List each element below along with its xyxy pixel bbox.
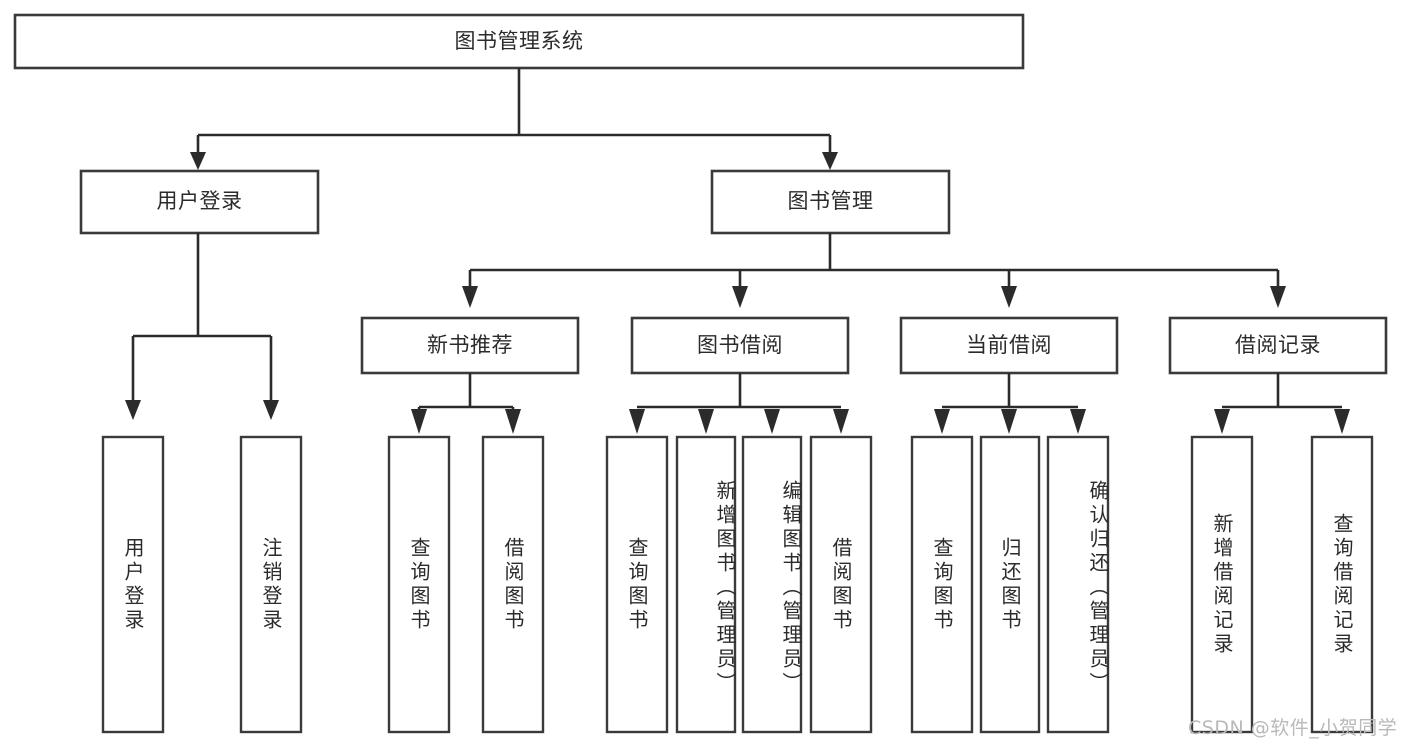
leaf-box-newbook-borrow[interactable] [481,435,545,734]
leaf-box-current-confirm[interactable] [1046,435,1110,734]
arrowhead-l3-4 [1270,286,1286,308]
arrowhead-bookborrow-leaf1 [629,409,645,434]
leaf-box-borrow-lend[interactable] [809,435,873,734]
arrowhead-user-leaf2 [263,400,279,420]
leaf-box-borrow-query[interactable] [605,435,669,734]
leaf-box-user-logout[interactable] [239,435,303,734]
leaf-box-record-add[interactable] [1190,435,1254,734]
arrowhead-l3-1 [462,286,478,308]
csdn-watermark: CSDN @软件_小贺同学 [1188,717,1398,739]
leaf-box-newbook-query[interactable] [387,435,451,734]
node-user-login-box[interactable] [79,169,320,235]
arrowhead-bookborrow-leaf3 [764,409,780,434]
node-book-borrow-box[interactable] [630,316,850,375]
node-book-manage-box[interactable] [710,169,951,235]
arrowhead-l3-2 [732,286,748,308]
leaf-box-borrow-add[interactable] [675,435,737,734]
leaf-box-current-return[interactable] [979,435,1041,734]
node-root-box[interactable] [13,13,1025,70]
arrowhead-newbook-leaf2 [505,409,521,434]
arrowhead-currentborrow-leaf2 [1001,409,1017,434]
leaf-box-borrow-edit[interactable] [741,435,803,734]
node-current-borrow-box[interactable] [899,316,1119,375]
arrowhead-bookborrow-leaf2 [698,409,714,434]
node-new-book-box[interactable] [360,316,580,375]
arrowhead-borrowrecord-leaf2 [1334,409,1350,434]
arrowhead-bookborrow-leaf4 [833,409,849,434]
arrowhead-root-to-book [822,152,838,170]
arrowhead-user-leaf1 [125,400,141,420]
arrowhead-borrowrecord-leaf1 [1214,409,1230,434]
arrowhead-l3-3 [1001,286,1017,308]
arrowhead-currentborrow-leaf3 [1070,409,1086,434]
node-borrow-record-box[interactable] [1168,316,1388,375]
arrowhead-currentborrow-leaf1 [934,409,950,434]
arrowhead-root-to-user [190,152,206,170]
arrowhead-newbook-leaf1 [411,409,427,434]
leaf-box-current-query[interactable] [910,435,974,734]
leaf-box-record-query[interactable] [1310,435,1374,734]
leaf-box-user-login[interactable] [101,435,165,734]
